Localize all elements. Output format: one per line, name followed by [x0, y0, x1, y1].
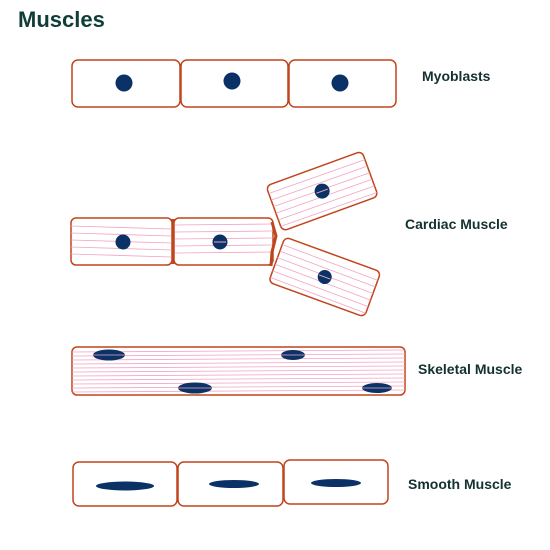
skeletal-striations — [72, 349, 405, 393]
smooth-nucleus — [311, 479, 361, 487]
skeletal-nucleus — [362, 383, 392, 393]
myoblast-nucleus — [223, 72, 241, 90]
myoblasts-row — [71, 59, 397, 108]
smooth-nucleus — [209, 480, 259, 488]
cardiac-cell — [269, 237, 381, 317]
skeletal-muscle-label: Skeletal Muscle — [418, 361, 523, 377]
cardiac-nucleus — [115, 234, 131, 250]
smooth-nucleus — [96, 481, 154, 491]
skeletal-nucleus — [178, 382, 212, 394]
cardiac-cell — [70, 217, 173, 266]
skeletal-row — [71, 346, 406, 396]
skeletal-nucleus — [281, 350, 305, 360]
cardiac-cell — [173, 217, 274, 266]
smooth-muscle-label: Smooth Muscle — [408, 476, 512, 492]
cardiac-muscle-label: Cardiac Muscle — [405, 216, 508, 232]
intercalated-disc — [269, 221, 278, 267]
myoblast-nucleus — [115, 74, 133, 92]
cardiac-row — [70, 151, 381, 317]
smooth-row — [72, 459, 389, 507]
myoblasts-label: Myoblasts — [422, 68, 491, 84]
skeletal-nucleus — [93, 349, 125, 361]
cardiac-cell — [266, 151, 378, 231]
myoblast-nucleus — [331, 74, 349, 92]
page-title: Muscles — [18, 7, 105, 32]
